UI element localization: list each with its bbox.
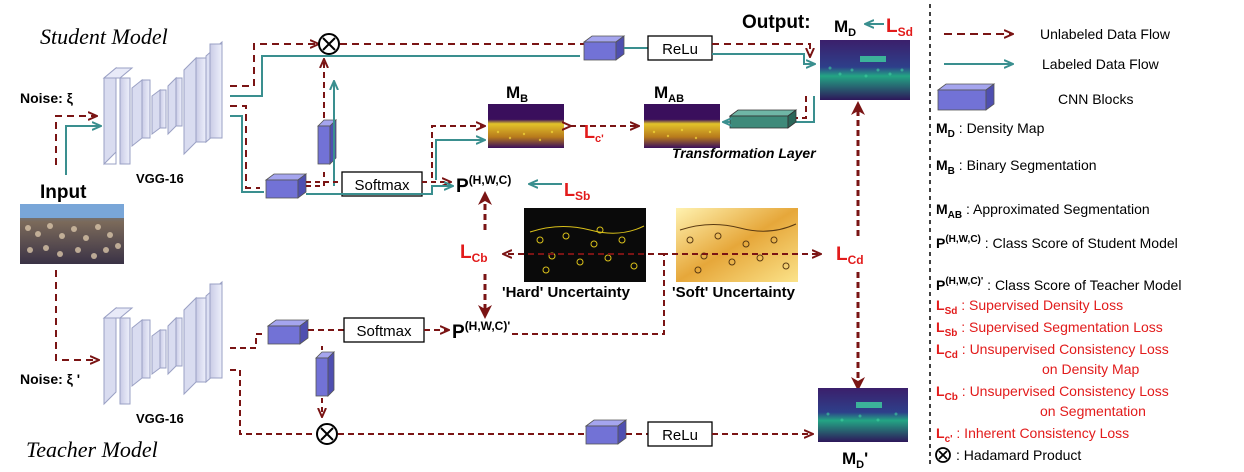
p-to-mb-labeled: [435, 140, 484, 180]
vgg16-student-label: VGG-16: [136, 171, 184, 186]
hadamard-student-node: [318, 33, 340, 55]
vgg16-teacher-block: [102, 280, 223, 406]
legend-lcb-entry: LCb : Unsupervised Consistency Loss: [936, 383, 1169, 403]
softmax-student-box: [341, 171, 423, 197]
relu-teacher-label: ReLu: [662, 427, 698, 444]
p-student-symbol: P(H,W,C): [456, 173, 511, 197]
lcd-loss-label: LCd: [836, 244, 864, 267]
transformation-layer-block: [728, 109, 798, 129]
md-output-symbol: MD: [834, 17, 856, 39]
legend-mab-entry: MAB : Approximated Segmentation: [936, 201, 1150, 221]
relu-to-output-dashed: [712, 43, 810, 56]
relu-to-output-labeled: [712, 53, 814, 64]
binary-segmentation-map: [488, 104, 564, 148]
student-top-labeled-flow: [230, 55, 580, 97]
hard-uncertainty-map: [524, 208, 646, 282]
cnn-block-teacher: [266, 319, 310, 345]
legend-pt-entry: P(H,W,C)' : Class Score of Teacher Model: [936, 276, 1181, 293]
cnn-to-vertical-dashed: [306, 170, 325, 187]
teacher-to-cnn-dashed: [230, 333, 266, 349]
output-label: Output:: [742, 12, 811, 33]
legend-lsd-entry: LSd : Supervised Density Loss: [936, 297, 1123, 317]
legend-md-entry: MD : Density Map: [936, 120, 1045, 140]
soft-uncertainty-label: 'Soft' Uncertainty: [672, 284, 796, 301]
student-bottom-labeled-flow: [230, 115, 264, 193]
relu-teacher-box: [647, 421, 713, 447]
input-to-student-labeled-arrow: [65, 126, 100, 175]
p-teacher-symbol: P(H,W,C)': [452, 319, 510, 343]
mab-symbol: MAB: [654, 83, 684, 105]
input-label: Input: [40, 182, 87, 203]
legend-lsb-entry: LSb : Supervised Segmentation Loss: [936, 319, 1163, 339]
vgg16-student-block: [102, 40, 223, 166]
mb-symbol: MB: [506, 83, 528, 105]
legend: Unlabeled Data Flow Labeled Data Flow CN…: [935, 26, 1181, 463]
cnn-block-teacher-vertical: [315, 351, 335, 397]
legend-cnn-icon: [936, 83, 996, 111]
density-map-teacher-output: [818, 388, 908, 442]
lsb-loss-label: LSb: [564, 180, 590, 203]
softmax-to-p-labeled: [306, 186, 452, 195]
legend-lcd-entry: LCd : Unsupervised Consistency Loss: [936, 341, 1169, 361]
noise-student-label: Noise: ξ: [20, 90, 74, 106]
lcb-loss-label: LCb: [460, 242, 488, 265]
lsd-loss-label: LSd: [886, 16, 913, 39]
p-to-mb-dashed: [431, 126, 484, 178]
legend-mb-entry: MB : Binary Segmentation: [936, 157, 1097, 177]
student-top-dashed-flow: [230, 44, 318, 87]
legend-lcb-entry-line2: on Segmentation: [1040, 403, 1146, 419]
input-to-student-dashed-arrow: [55, 116, 96, 165]
lc-loss-label: Lc': [584, 122, 604, 145]
legend-cnn-text: CNN Blocks: [1058, 91, 1133, 107]
hard-uncertainty-label: 'Hard' Uncertainty: [502, 284, 631, 301]
output-to-tl-dashed: [796, 96, 807, 119]
cnn-block-student-bottom: [264, 173, 308, 199]
uncertainty-to-lcd-dashed: [512, 254, 820, 335]
teacher-bottom-dashed-flow: [230, 369, 316, 435]
density-map-student-output: [820, 40, 910, 100]
legend-lcd-entry-line2: on Density Map: [1042, 361, 1139, 377]
vgg16-teacher-label: VGG-16: [136, 411, 184, 426]
legend-unlabeled-text: Unlabeled Data Flow: [1040, 26, 1171, 42]
student-model-title: Student Model: [40, 24, 168, 49]
softmax-teacher-label: Softmax: [356, 323, 412, 340]
relu-student-box: [647, 35, 713, 61]
legend-labeled-text: Labeled Data Flow: [1042, 56, 1160, 72]
legend-lc-entry: Lc' : Inherent Consistency Loss: [936, 425, 1129, 445]
relu-student-label: ReLu: [662, 41, 698, 58]
cnn-block-student-top: [582, 35, 626, 61]
soft-uncertainty-map: [676, 208, 798, 282]
cnn-block-teacher-bottom: [584, 419, 628, 445]
legend-p-entry: P(H,W,C) : Class Score of Student Model: [936, 234, 1178, 251]
input-crowd-image: [20, 204, 124, 264]
input-to-teacher-arrow: [55, 270, 98, 360]
approximated-segmentation-map: [644, 104, 720, 148]
teacher-model-title: Teacher Model: [26, 437, 158, 462]
md-teacher-symbol: MD': [842, 449, 868, 471]
hadamard-teacher-node: [316, 423, 338, 445]
legend-hadamard-text: : Hadamard Product: [956, 447, 1081, 463]
legend-hadamard-icon: [935, 447, 951, 463]
transformation-layer-label: Transformation Layer: [672, 145, 817, 161]
output-to-tl-labeled: [796, 96, 815, 123]
noise-teacher-label: Noise: ξ ': [20, 371, 80, 387]
softmax-student-label: Softmax: [354, 177, 410, 194]
softmax-teacher-box: [343, 317, 425, 343]
student-bottom-dashed-flow: [230, 105, 260, 189]
